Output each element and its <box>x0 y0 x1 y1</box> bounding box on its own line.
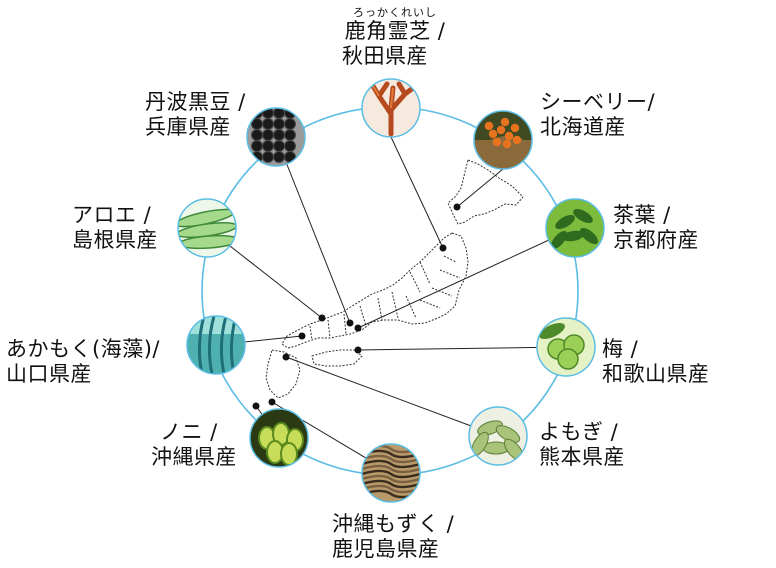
label-akamoku: あかもく(海藻)/ 山口県産 <box>6 337 160 387</box>
label-tea: 茶葉 / 京都府産 <box>613 203 699 253</box>
dot-hokkaido <box>453 203 461 211</box>
origin-aloe: 島根県産 <box>72 228 158 252</box>
name-kuromame: 丹波黒豆 / <box>145 90 246 114</box>
dot-kumamoto <box>282 353 290 361</box>
name-tea: 茶葉 / <box>613 203 671 227</box>
label-rokkaku: ろっかくれいし 鹿角霊芝 / 秋田県産 <box>332 7 458 69</box>
origin-akamoku: 山口県産 <box>6 362 92 386</box>
label-yomogi: よもぎ / 熊本県産 <box>539 420 625 470</box>
noni-fruit-icon <box>249 408 309 468</box>
dot-kyoto <box>354 324 362 332</box>
connector-seaberry <box>456 168 504 208</box>
name-yomogi: よもぎ / <box>539 420 619 444</box>
label-kuromame: 丹波黒豆 / 兵庫県産 <box>145 90 246 140</box>
label-aloe: アロエ / 島根県産 <box>72 203 158 253</box>
connector-kuromame <box>275 136 351 324</box>
dot-akita <box>439 244 447 252</box>
japan-map-icon <box>265 159 524 399</box>
tea-leaves-icon <box>545 198 605 258</box>
prefecture-borders <box>309 255 461 341</box>
underwater-seaweed-icon <box>186 315 246 375</box>
name-ume: 梅 / <box>602 337 639 361</box>
reishi-mushroom-icon <box>361 78 421 138</box>
honshu-outline <box>281 232 469 349</box>
dot-shimane <box>318 314 326 322</box>
name-rokkaku: 鹿角霊芝 / <box>344 19 446 43</box>
label-mozuku: 沖縄もずく / 鹿児島県産 <box>332 512 454 562</box>
name-aloe: アロエ / <box>72 203 152 227</box>
label-seaberry: シーベリー/ 北海道産 <box>540 90 655 140</box>
connector-rokkaku <box>390 136 444 249</box>
ingredient-photos <box>177 78 605 503</box>
name-noni: ノニ / <box>160 420 218 444</box>
hokkaido-outline <box>447 159 524 225</box>
shikoku-outline <box>311 349 363 367</box>
origin-kuromame: 兵庫県産 <box>145 115 231 139</box>
label-ume: 梅 / 和歌山県産 <box>602 337 710 387</box>
dot-yamaguchi <box>298 332 306 340</box>
connector-tea <box>357 227 576 329</box>
origin-mozuku: 鹿児島県産 <box>332 537 440 561</box>
origin-tea: 京都府産 <box>613 228 699 252</box>
aloe-leaves-icon <box>177 198 237 258</box>
black-soybeans-icon <box>246 107 306 167</box>
origin-seaberry: 北海道産 <box>540 115 626 139</box>
kyushu-outline <box>265 349 301 399</box>
dot-wakayama <box>354 346 362 354</box>
ruby-rokkaku: ろっかくれいし <box>353 6 437 19</box>
origin-ume: 和歌山県産 <box>602 362 710 386</box>
name-mozuku: 沖縄もずく / <box>332 512 455 536</box>
origin-yomogi: 熊本県産 <box>539 445 625 469</box>
mugwort-leaves-icon <box>468 406 528 466</box>
mozuku-seaweed-icon <box>361 443 421 503</box>
name-akamoku: あかもく(海藻)/ <box>6 337 160 361</box>
label-noni: ノニ / 沖縄県産 <box>151 420 237 470</box>
connector-yomogi <box>285 356 499 437</box>
origin-rokkaku: 秋田県産 <box>342 44 428 68</box>
sea-buckthorn-berries-icon <box>473 110 533 170</box>
origin-noni: 沖縄県産 <box>151 445 237 469</box>
dot-hyogo <box>346 319 354 327</box>
origin-dots <box>252 203 461 410</box>
dot-okinawa <box>252 402 260 410</box>
connector-ume <box>357 346 567 351</box>
dot-kagoshima <box>268 398 276 406</box>
green-ume-plums-icon <box>536 317 596 377</box>
name-seaberry: シーベリー/ <box>540 90 656 114</box>
